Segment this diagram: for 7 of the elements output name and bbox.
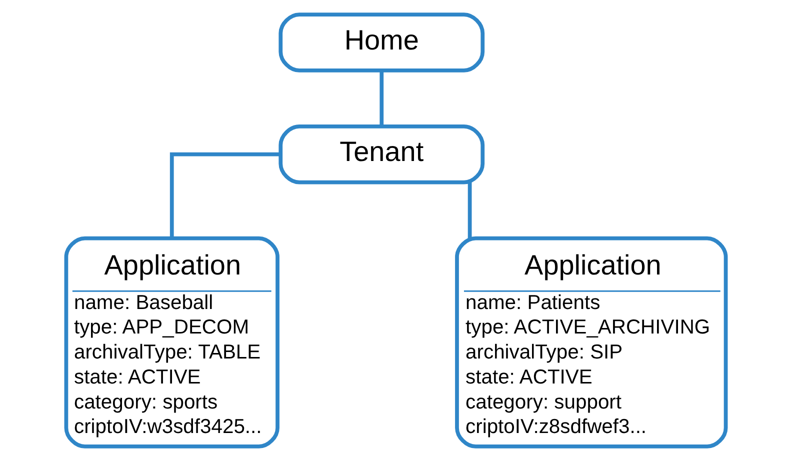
node-box: Application name: Patients type: ACTIVE_ARCHIVING archivalType: SIP state: ACTIVE category: support criptoIV:z8sdfwef3...	[455, 236, 728, 448]
node-box: Tenant	[278, 124, 485, 184]
node-box: Home	[278, 12, 485, 72]
connector	[380, 70, 384, 126]
connector	[468, 182, 472, 238]
connector	[170, 152, 280, 238]
node-box: Application name: Baseball type: APP_DECOM archivalType: TABLE state: ACTIVE category: sports criptoIV:w3sdf3425...	[64, 236, 280, 448]
